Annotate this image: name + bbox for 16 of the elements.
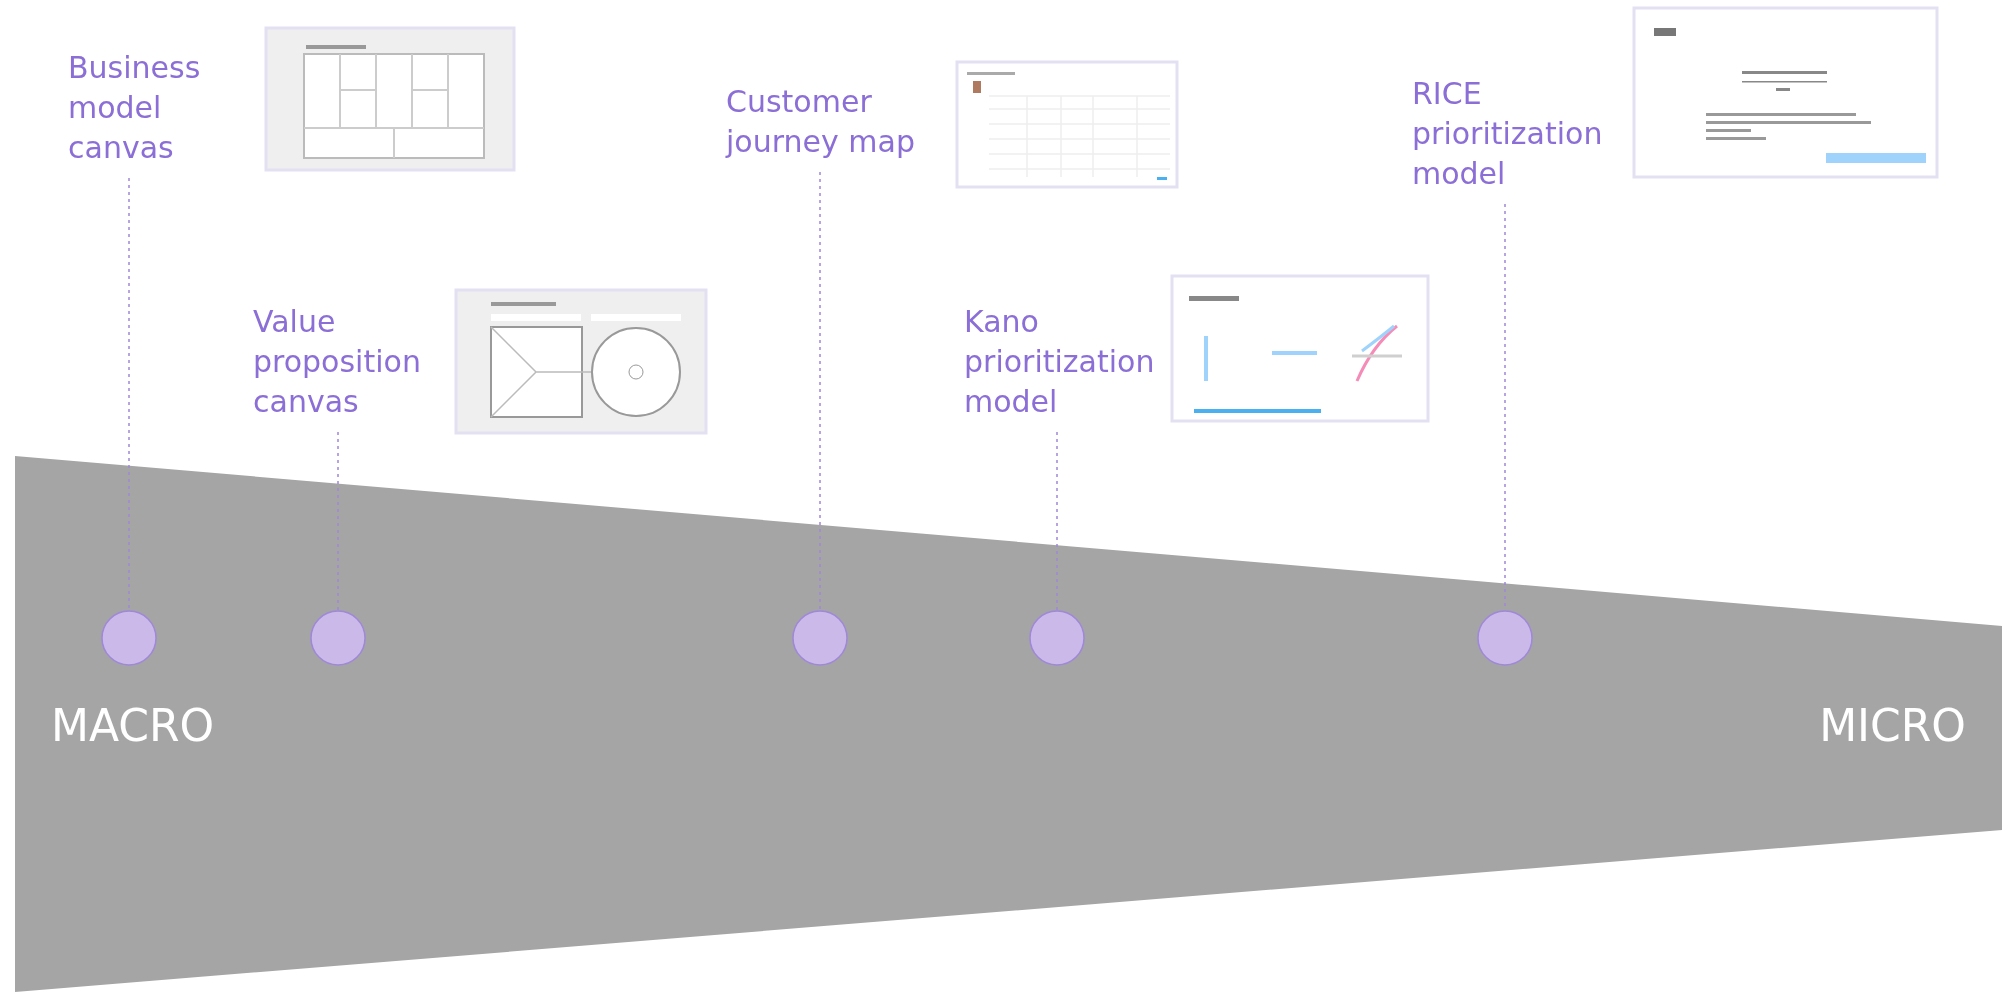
- item-label: Business model canvas: [68, 48, 218, 168]
- milestone-circle: [1029, 610, 1085, 666]
- item-label: RICE prioritization model: [1412, 74, 1612, 194]
- leader-line: [128, 177, 130, 611]
- item-label: Value proposition canvas: [253, 302, 443, 422]
- item-label: Kano prioritization model: [964, 302, 1164, 422]
- scale-label: MICRO: [1819, 700, 1966, 751]
- leader-line: [337, 431, 339, 611]
- milestone-circle: [1477, 610, 1533, 666]
- item-label: Customer journey map: [726, 82, 946, 162]
- milestone-circle: [792, 610, 848, 666]
- leader-line: [1056, 431, 1058, 611]
- milestone-circle: [310, 610, 366, 666]
- milestone-circle: [101, 610, 157, 666]
- leader-line: [819, 171, 821, 611]
- scale-label: MACRO: [51, 700, 215, 751]
